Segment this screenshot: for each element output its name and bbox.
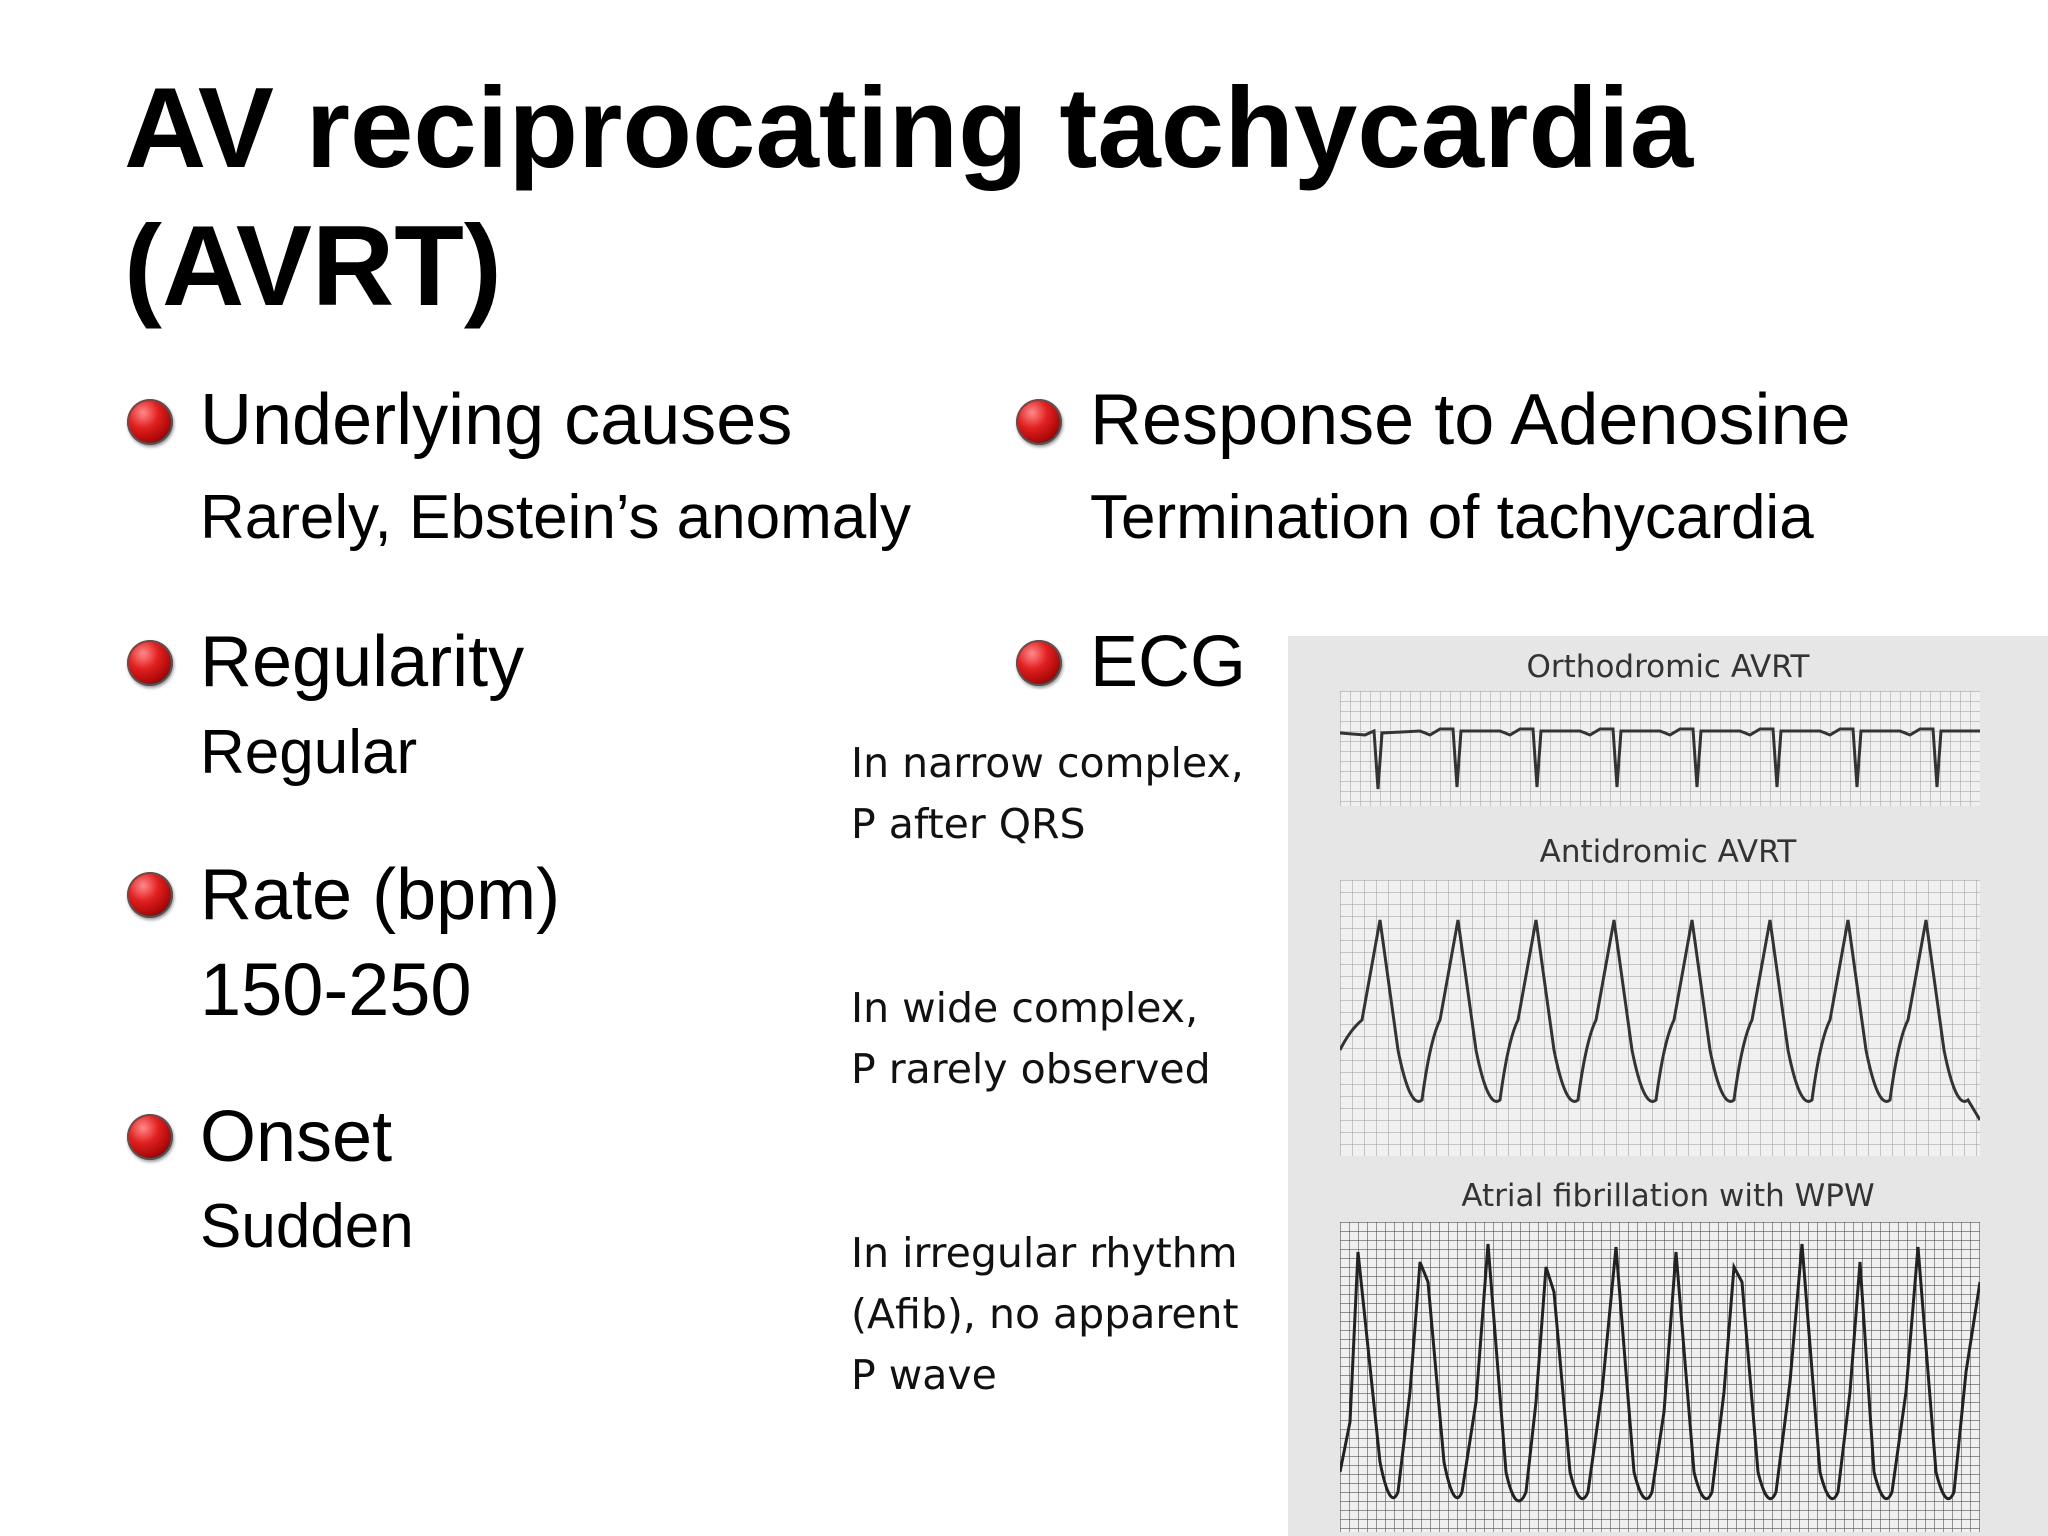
slide-title: AV reciprocating tachycardia (AVRT)	[124, 65, 1694, 330]
ecg-strip-afib-wpw	[1340, 1222, 1980, 1532]
red-sphere-bullet-icon	[127, 1114, 173, 1160]
ecg-strip-label: Antidromic AVRT	[1539, 834, 1797, 870]
red-sphere-bullet-icon	[1016, 399, 1062, 445]
bullet-detail: Rarely, Ebstein’s anomaly	[200, 483, 912, 552]
bullet-detail: 150-250	[200, 948, 472, 1031]
red-sphere-bullet-icon	[127, 399, 173, 445]
bullet-heading: Regularity	[200, 622, 525, 702]
ecg-trace-orthodromic	[1340, 691, 1980, 806]
bullet-detail: Regular	[200, 718, 418, 787]
red-sphere-bullet-icon	[127, 872, 173, 918]
bullet-heading: Response to Adenosine	[1090, 380, 1851, 460]
ecg-strip-orthodromic	[1340, 691, 1980, 806]
ecg-strip-label: Orthodromic AVRT	[1526, 649, 1810, 685]
ecg-figure: Orthodromic AVRT Antidromic AVRT	[1288, 636, 2048, 1536]
ecg-trace-antidromic	[1340, 880, 1980, 1156]
bullet-heading: Onset	[200, 1097, 393, 1177]
bullet-heading: Underlying causes	[200, 380, 793, 460]
bullet-detail: Termination of tachycardia	[1090, 483, 1814, 552]
ecg-trace-afib-wpw	[1340, 1222, 1980, 1532]
ecg-note-irregular: In irregular rhythm (Afib), no apparent …	[851, 1229, 1239, 1399]
ecg-strip-antidromic	[1340, 880, 1980, 1156]
bullet-heading: Rate (bpm)	[200, 855, 561, 935]
ecg-strip-label: Atrial fibrillation with WPW	[1461, 1178, 1875, 1214]
bullet-detail: Sudden	[200, 1192, 414, 1261]
red-sphere-bullet-icon	[127, 640, 173, 686]
bullet-heading: ECG	[1090, 622, 1247, 702]
ecg-note-narrow: In narrow complex, P after QRS	[851, 739, 1244, 848]
ecg-note-wide: In wide complex, P rarely observed	[851, 984, 1211, 1093]
red-sphere-bullet-icon	[1016, 640, 1062, 686]
